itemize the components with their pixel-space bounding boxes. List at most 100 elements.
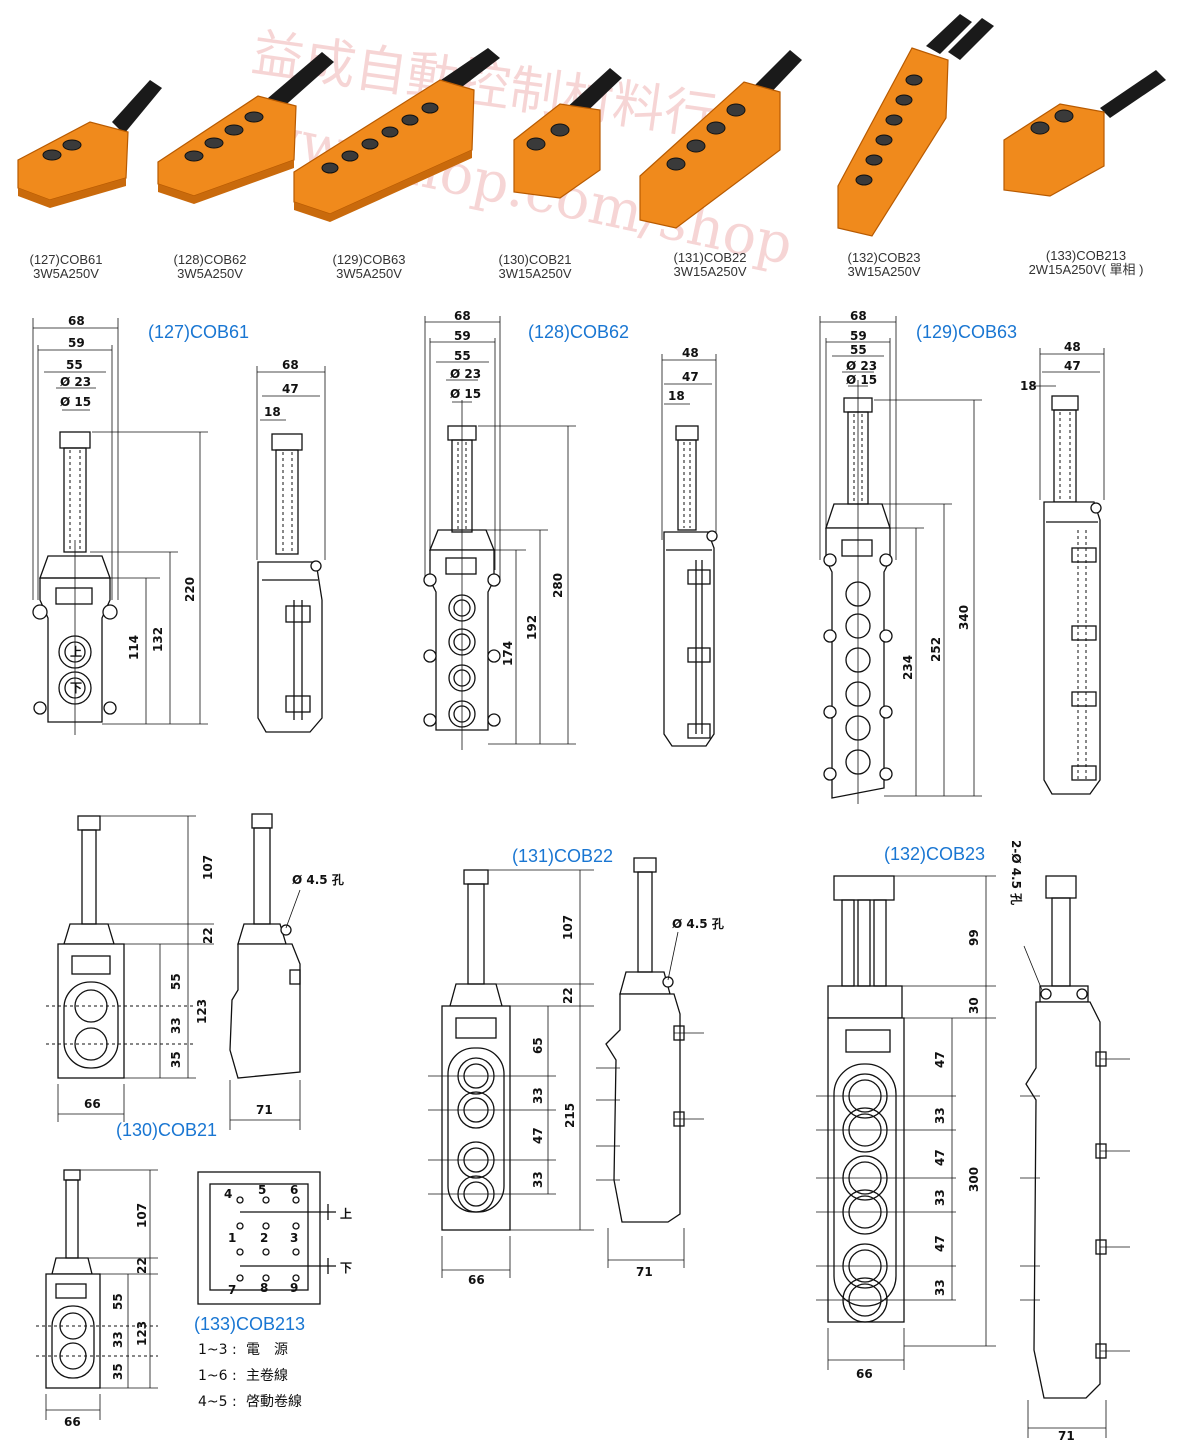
- dim-label: 33: [531, 1171, 545, 1188]
- dim-label: 35: [111, 1363, 125, 1380]
- dim-label: 114: [127, 635, 141, 660]
- hole-label: Ø 4.5 孔: [672, 917, 724, 931]
- photo-cob61: [17, 80, 162, 208]
- dim-label: Ø 23: [450, 367, 481, 381]
- dim-label: 33: [531, 1087, 545, 1104]
- dim-label: 47: [531, 1127, 545, 1144]
- dim-label: 47: [933, 1051, 947, 1068]
- dim-label: 107: [561, 915, 575, 940]
- dim-label: 66: [468, 1273, 485, 1287]
- drawing-cob63: (129)COB63 68 59 55 Ø 23 Ø 15: [819, 309, 1105, 804]
- dim-label: 71: [256, 1103, 273, 1117]
- dim-label: 340: [957, 605, 971, 630]
- dim-label: 48: [682, 346, 699, 360]
- dim-label: 174: [501, 641, 515, 666]
- photo-cob22: [639, 50, 802, 229]
- dim-label: Ø 15: [60, 395, 91, 409]
- switch-label-up: 上: [340, 1206, 352, 1221]
- dim-label: 18: [1020, 379, 1037, 393]
- drawing-title: (129)COB63: [916, 322, 1017, 342]
- dim-label: 107: [135, 1203, 149, 1228]
- terminal-label: 5: [258, 1183, 266, 1197]
- dim-label: 47: [282, 382, 299, 396]
- photo-cob21: [513, 68, 622, 199]
- dim-label: 66: [84, 1097, 101, 1111]
- drawing-title: (131)COB22: [512, 846, 613, 866]
- dim-label: 300: [967, 1167, 981, 1192]
- drawing-title: (130)COB21: [116, 1120, 217, 1140]
- dim-label: 35: [169, 1051, 183, 1068]
- dim-label: 215: [563, 1103, 577, 1128]
- dim-label: 47: [933, 1149, 947, 1166]
- drawing-cob21: 107 22 55 33 35 123 66 (130)COB21 Ø 4.5 …: [46, 813, 344, 1140]
- terminal-label: 2: [260, 1231, 268, 1245]
- photo-cob62: [157, 52, 334, 204]
- legend-range: 1~3 :: [198, 1342, 237, 1358]
- dim-label: 55: [850, 343, 867, 357]
- dim-label: 68: [68, 314, 85, 328]
- caption-model: (131)COB22: [674, 250, 747, 265]
- caption-model: (130)COB21: [499, 252, 572, 267]
- legend-range: 1~6 :: [198, 1368, 237, 1384]
- caption-rating: 3W15A250V: [848, 264, 921, 279]
- dim-label: 55: [111, 1293, 125, 1310]
- dim-label: 47: [682, 370, 699, 384]
- legend-desc: 電 源: [246, 1342, 288, 1358]
- dim-label: 59: [850, 329, 867, 343]
- dim-label: 18: [668, 389, 685, 403]
- dim-label: Ø 23: [60, 375, 91, 389]
- photo-cob63: [293, 48, 500, 222]
- drawing-title: (132)COB23: [884, 844, 985, 864]
- dim-label: 59: [68, 336, 85, 350]
- dim-label: 99: [967, 929, 981, 946]
- drawing-title: (128)COB62: [528, 322, 629, 342]
- dim-label: Ø 15: [450, 387, 481, 401]
- terminal-label: 8: [260, 1281, 268, 1295]
- photo-cob23: [837, 14, 994, 237]
- dim-label: 132: [151, 627, 165, 652]
- dim-label: 22: [561, 987, 575, 1004]
- caption-rating: 3W5A250V: [336, 266, 402, 281]
- caption-rating: 3W5A250V: [33, 266, 99, 281]
- dim-label: 252: [929, 637, 943, 662]
- drawing-cob213: 107 22 55 33 35 123 66 4 5 6 1 2 3 7 8 9…: [36, 1169, 352, 1429]
- caption-model: (127)COB61: [30, 252, 103, 267]
- dim-label: 59: [454, 329, 471, 343]
- photo-cob213: [1003, 70, 1166, 197]
- caption-rating: 2W15A250V( 單相 ): [1029, 262, 1144, 277]
- terminal-label: 9: [290, 1281, 298, 1295]
- caption-rating: 3W15A250V: [674, 264, 747, 279]
- dim-label: 33: [933, 1189, 947, 1206]
- hole-label: Ø 4.5 孔: [292, 873, 344, 887]
- dim-label: 220: [183, 577, 197, 602]
- dim-label: 71: [636, 1265, 653, 1279]
- dim-label: 123: [135, 1321, 149, 1346]
- product-captions: (127)COB61 3W5A250V (128)COB62 3W5A250V …: [30, 248, 1144, 281]
- dim-label: 33: [169, 1017, 183, 1034]
- dim-label: 18: [264, 405, 281, 419]
- caption-model: (128)COB62: [174, 252, 247, 267]
- drawing-cob22: (131)COB22 107 22 65 33 47 33 215 66: [428, 846, 724, 1287]
- terminal-label: 7: [228, 1283, 236, 1297]
- dim-label: 66: [64, 1415, 81, 1429]
- dim-label: 71: [1058, 1429, 1075, 1443]
- caption-model: (132)COB23: [848, 250, 921, 265]
- dim-label: 68: [454, 309, 471, 323]
- drawing-cob23: (132)COB23 99 30 47 33 47 33 47 33: [816, 840, 1130, 1443]
- dim-label: 55: [454, 349, 471, 363]
- dim-label: 33: [111, 1331, 125, 1348]
- dim-label: 55: [66, 358, 83, 372]
- drawing-title: (127)COB61: [148, 322, 249, 342]
- dim-label: 68: [282, 358, 299, 372]
- caption-model: (129)COB63: [333, 252, 406, 267]
- drawing-title: (133)COB213: [194, 1314, 305, 1334]
- dim-label: 22: [201, 927, 215, 944]
- dim-label: 47: [1064, 359, 1081, 373]
- dim-label: 47: [933, 1235, 947, 1252]
- caption-rating: 3W5A250V: [177, 266, 243, 281]
- drawing-cob62: (128)COB62 68 59 55 Ø 23 Ø 15: [423, 309, 718, 750]
- button-label-down: 下: [70, 681, 82, 695]
- dim-label: 123: [195, 999, 209, 1024]
- dim-label: Ø 23: [846, 359, 877, 373]
